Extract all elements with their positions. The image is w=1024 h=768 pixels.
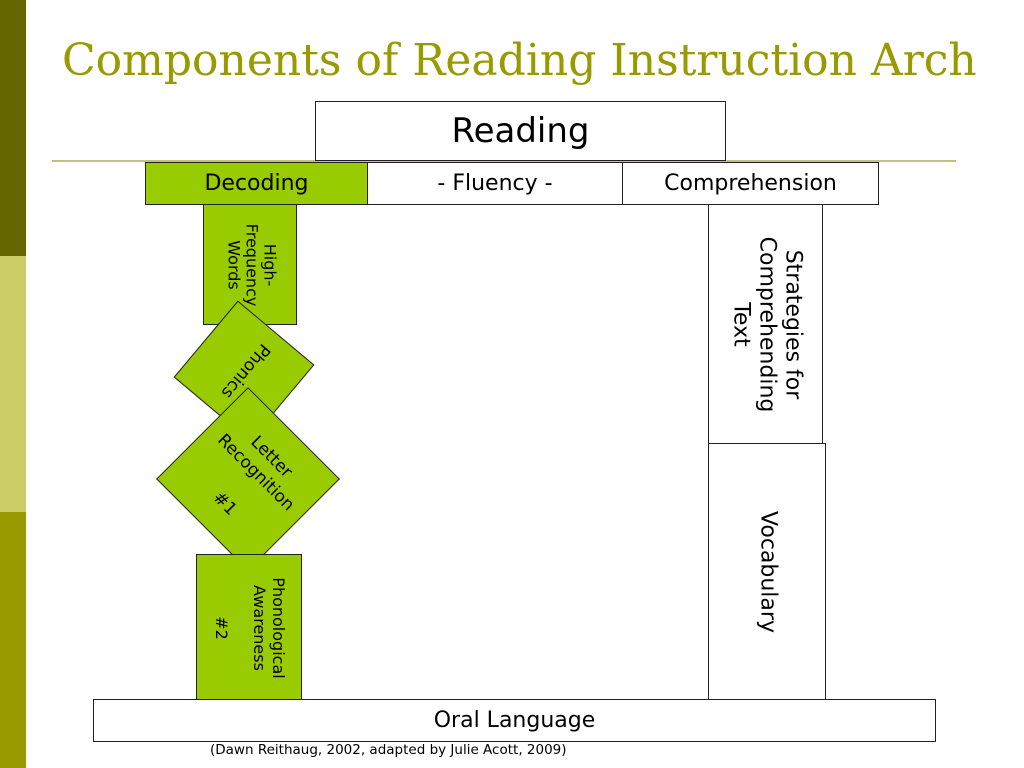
title-divider <box>52 160 956 162</box>
sidebar-stripe-light <box>0 256 26 512</box>
slide-title: Components of Reading Instruction Arch <box>62 35 977 86</box>
high-frequency-words-label: High- Frequency Words <box>224 223 280 307</box>
source-citation: (Dawn Reithaug, 2002, adapted by Julie A… <box>210 742 567 758</box>
letter-recognition-block: Letter Recognition #1 <box>156 387 340 571</box>
vocabulary-label: Vocabulary <box>756 511 781 633</box>
fluency-label: - Fluency - <box>437 171 553 196</box>
oral-language-label: Oral Language <box>433 708 596 733</box>
sidebar-stripe-dark <box>0 0 26 256</box>
letter-recognition-label: Letter Recognition #1 <box>208 430 299 520</box>
phonological-awareness-block: Phonological Awareness #2 <box>196 554 302 700</box>
high-frequency-words-block: High- Frequency Words <box>203 204 297 325</box>
vocabulary-block: Vocabulary <box>708 443 826 700</box>
comprehension-block: Comprehension <box>622 162 879 205</box>
comprehension-label: Comprehension <box>664 171 837 196</box>
comprehension-strategies-label: Strategies for Comprehending Text <box>729 236 806 413</box>
decoding-block: Decoding <box>145 162 368 205</box>
phonological-awareness-label: Phonological Awareness #2 <box>212 577 288 679</box>
reading-label: Reading <box>451 111 590 151</box>
comprehension-strategies-block: Strategies for Comprehending Text <box>708 204 823 444</box>
decoding-label: Decoding <box>204 171 309 196</box>
oral-language-block: Oral Language <box>93 699 936 742</box>
reading-block: Reading <box>315 101 726 161</box>
fluency-block: - Fluency - <box>367 162 623 205</box>
sidebar-stripe-olive <box>0 512 26 768</box>
